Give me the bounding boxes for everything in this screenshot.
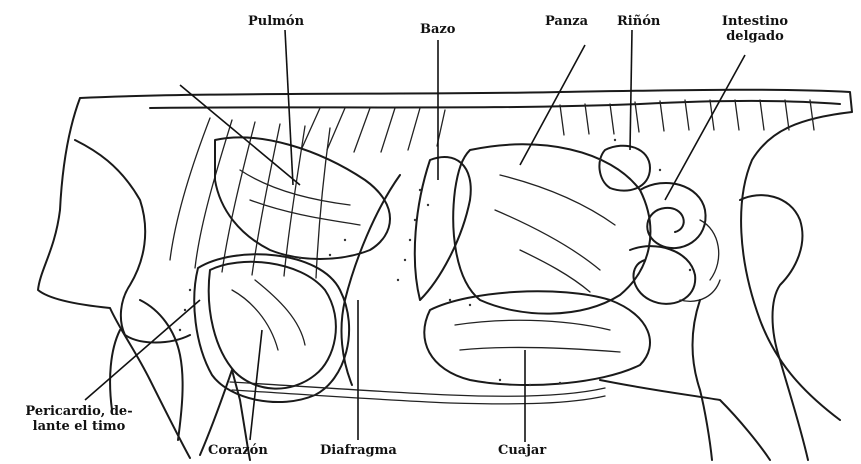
small-intestine: [630, 183, 720, 304]
body-outline: [38, 90, 852, 460]
spleen: [415, 157, 471, 300]
label-rinon: Riñón: [617, 14, 660, 29]
heart: [209, 262, 336, 389]
label-cuajar: Cuajar: [498, 443, 546, 458]
label-intestino: Intestino delgado: [710, 14, 800, 44]
leader-intestino: [665, 55, 745, 200]
rumen: [453, 144, 650, 313]
label-pulmon: Pulmón: [248, 14, 304, 29]
label-intestino-line1: Intestino: [710, 14, 800, 29]
leader-rinon: [630, 30, 632, 150]
diaphragm: [341, 175, 400, 385]
kidney: [599, 146, 650, 191]
label-pericardio-line1: Pericardio, de-: [4, 404, 154, 419]
label-corazon: Corazón: [208, 443, 268, 458]
label-pericardio-line2: lante el timo: [4, 419, 154, 434]
label-intestino-line2: delgado: [710, 29, 800, 44]
label-panza: Panza: [545, 14, 588, 29]
label-bazo: Bazo: [420, 22, 455, 37]
pericardium: [194, 254, 349, 402]
label-diafragma: Diafragma: [320, 443, 397, 458]
label-pericardio: Pericardio, de- lante el timo: [4, 404, 154, 434]
hind-leg: [693, 195, 809, 460]
leader-corazon: [250, 330, 262, 440]
abomasum: [424, 291, 650, 385]
